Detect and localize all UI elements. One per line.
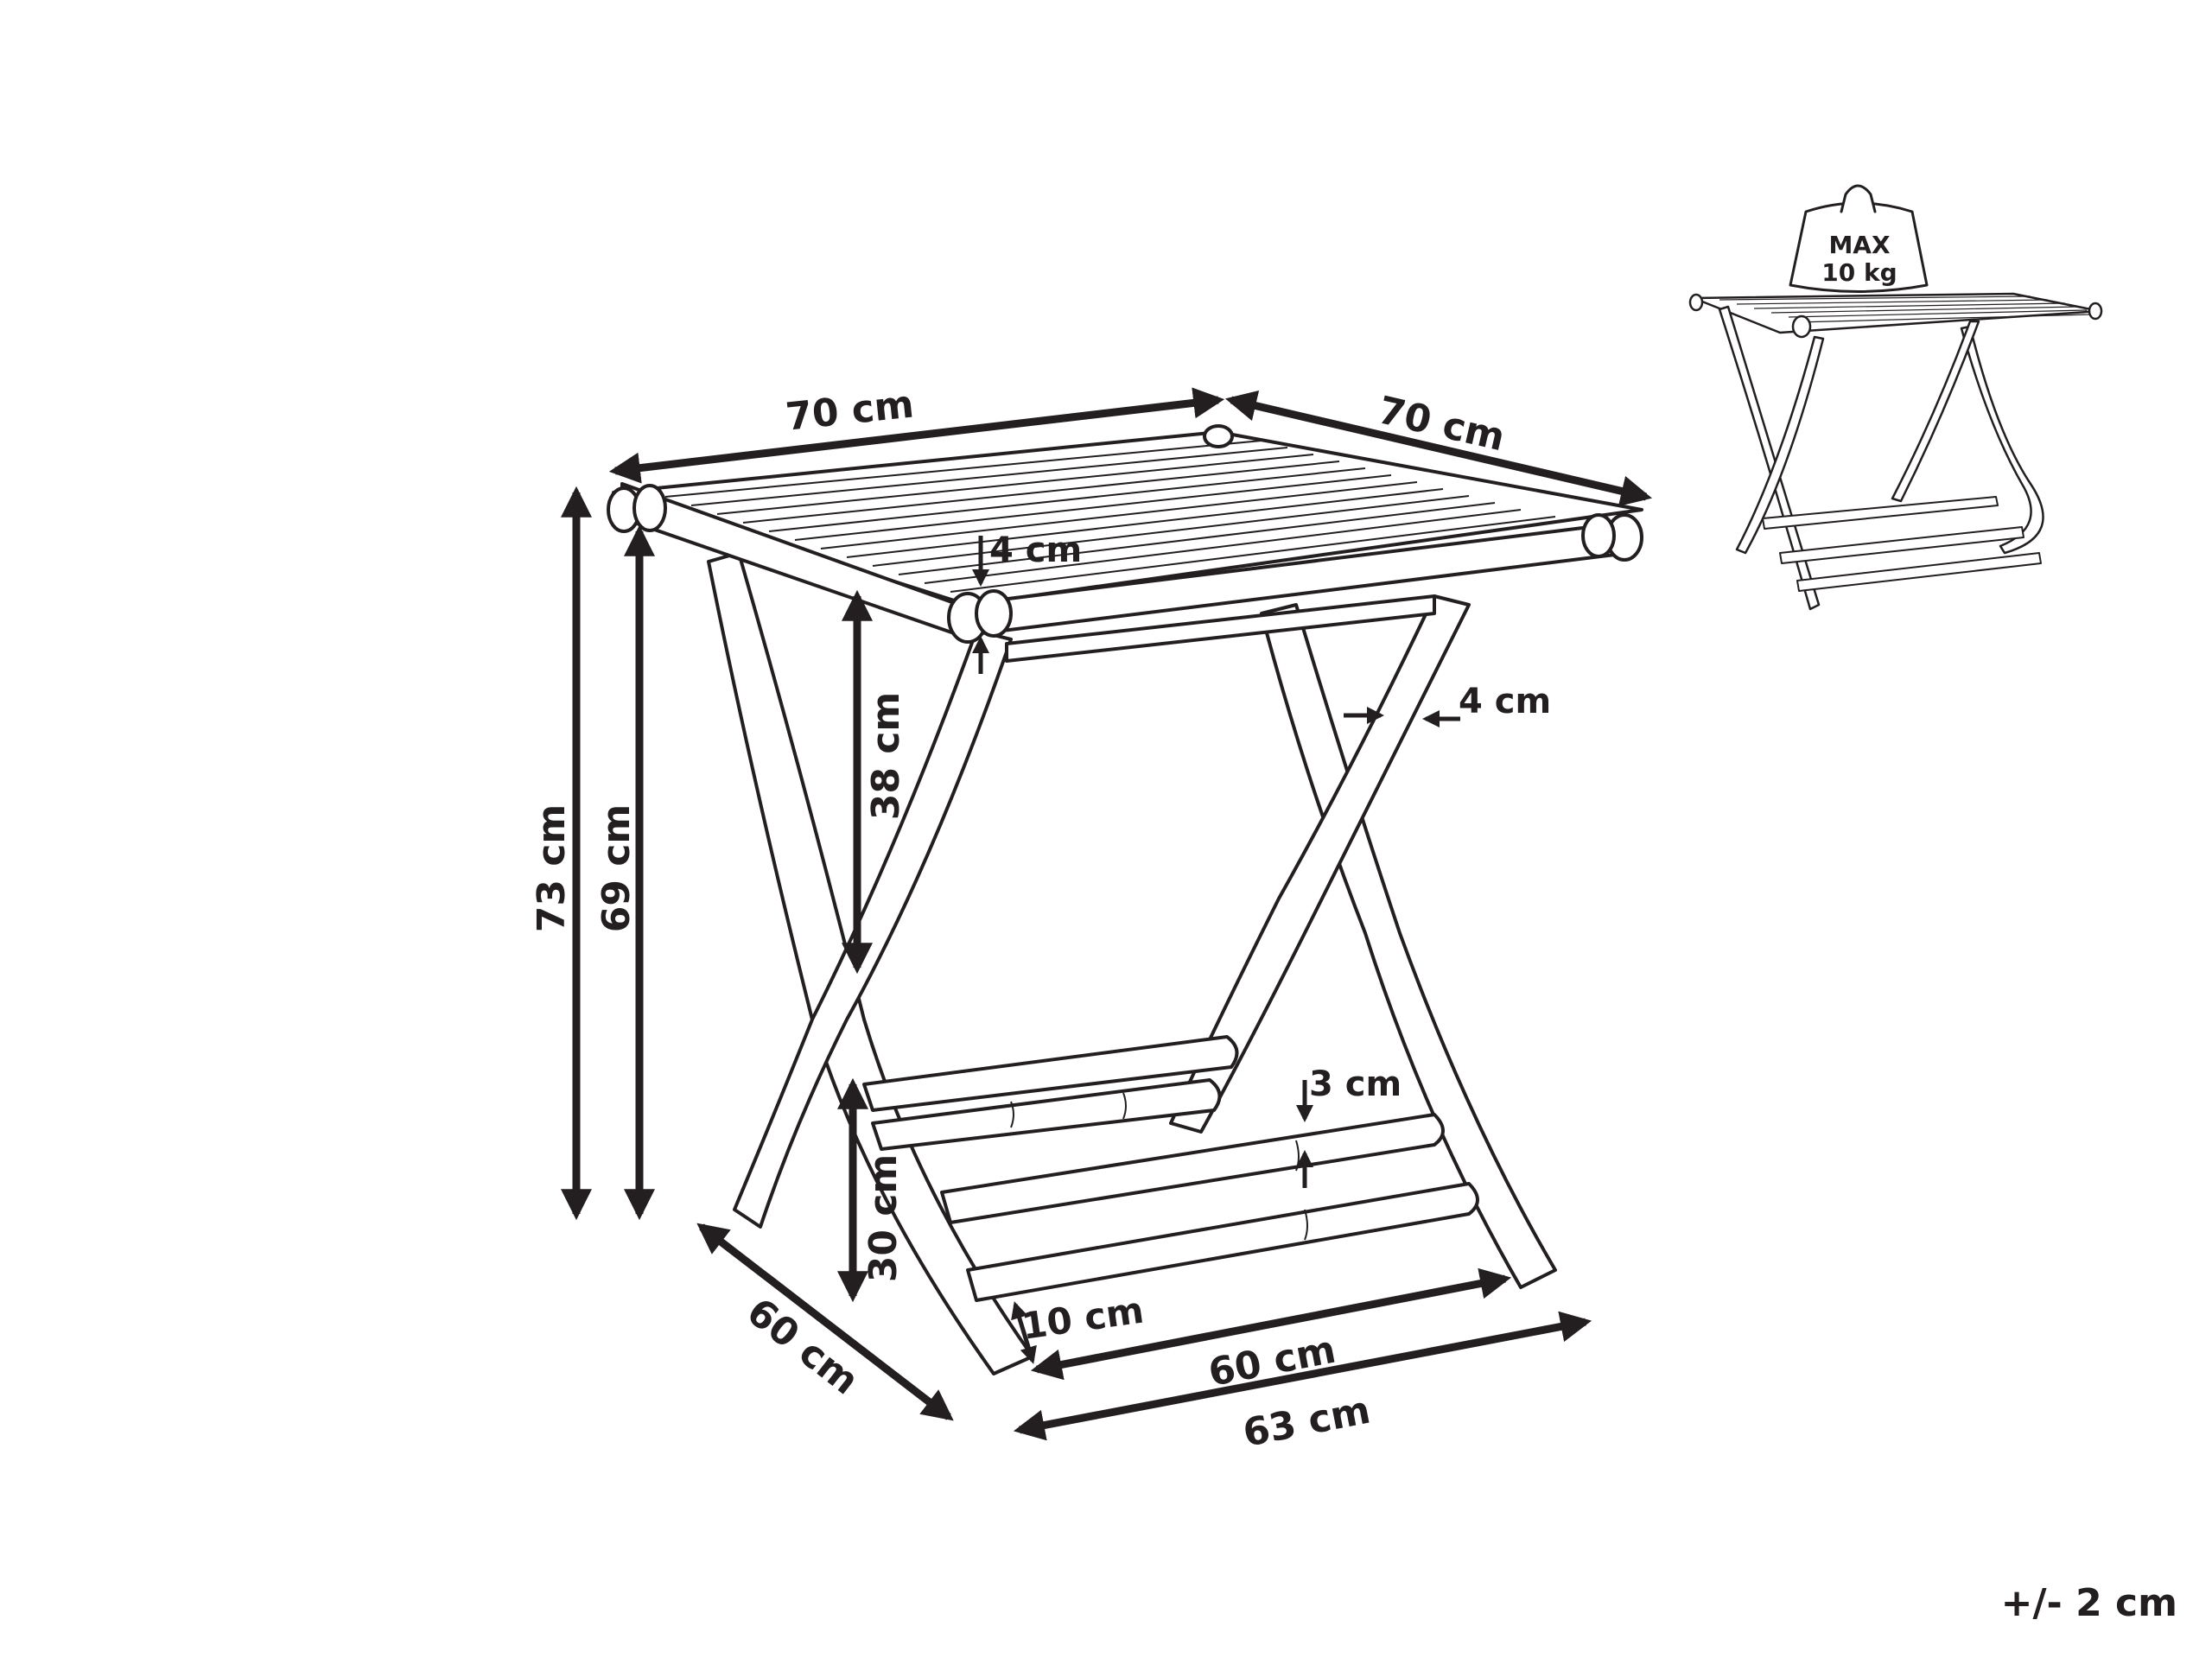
label-rail-thickness: 3 cm [1309,1064,1402,1104]
load-badge-line2: 10 kg [1821,258,1897,287]
label-foot-offset: 10 cm [1019,1289,1146,1348]
tolerance-note: +/- 2 cm [2000,1581,2177,1625]
label-outer-base-width: 63 cm [1239,1388,1373,1456]
load-capacity-illustration: MAX 10 kg [1688,184,2103,611]
label-upper-clearance: 38 cm [864,692,908,820]
label-top-thickness: 4 cm [989,530,1082,570]
label-frame-height: 69 cm [594,804,639,932]
label-top-width: 70 cm [784,382,916,439]
load-badge-line1: MAX [1828,231,1891,259]
label-lower-shelf-height: 30 cm [861,1154,906,1282]
main-table-illustration [607,424,1643,1375]
dimension-lines [561,387,1653,1441]
label-leg-width: 4 cm [1459,682,1551,721]
label-total-height: 73 cm [530,804,574,932]
